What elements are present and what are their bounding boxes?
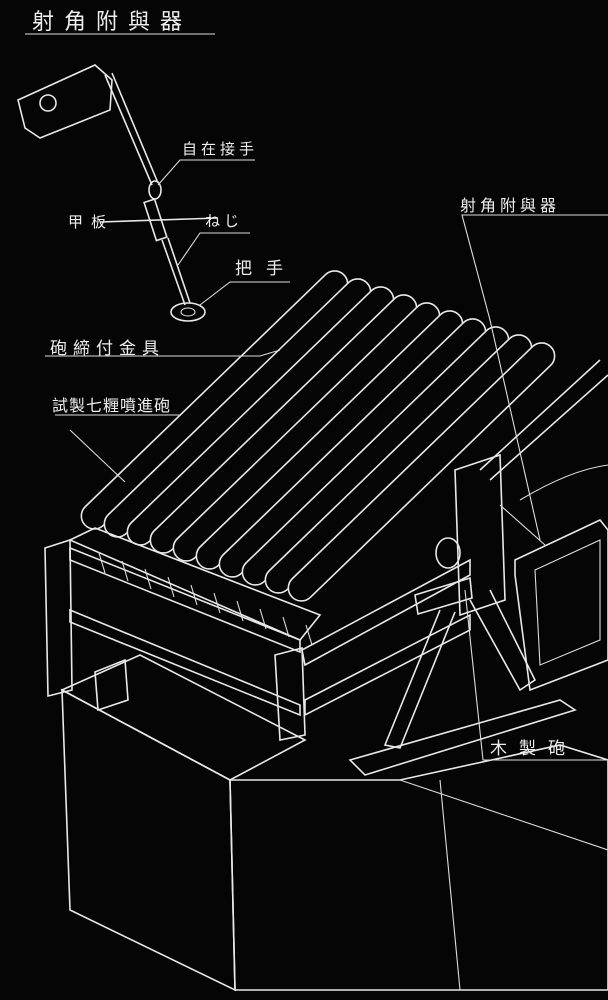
launcher-leader xyxy=(69,429,126,483)
launcher-tube xyxy=(287,342,556,602)
elevation-handle-assembly xyxy=(17,64,290,322)
front-frame xyxy=(44,527,471,741)
deck-line xyxy=(99,217,219,223)
label-universal-joint: 自在接手 xyxy=(182,140,259,158)
mount-leader xyxy=(464,589,608,761)
label-rocket-launcher: 試製七糎噴進砲 xyxy=(52,396,172,415)
tube-nozzle xyxy=(121,560,129,582)
label-handle: 把手 xyxy=(235,259,297,279)
launcher-tubes xyxy=(80,270,556,646)
handwheel xyxy=(170,302,206,322)
label-barrel-clamp: 砲締付金具 xyxy=(50,339,165,359)
clamp-leader xyxy=(45,349,281,357)
base-box xyxy=(60,654,608,992)
tube-nozzle xyxy=(190,584,198,606)
tube-nozzle xyxy=(305,624,313,646)
label-elevation-device: 射角附與器 xyxy=(460,196,561,215)
screw-sleeve xyxy=(143,198,168,242)
rear-support xyxy=(348,359,608,776)
mount-bracket xyxy=(17,64,113,139)
label-screw: ねじ xyxy=(205,212,244,230)
tube-nozzle xyxy=(236,600,244,622)
elevation-leader xyxy=(461,214,608,541)
tube-nozzle xyxy=(98,552,106,574)
tube-nozzle xyxy=(282,616,290,638)
tube-nozzle xyxy=(213,592,221,614)
label-wooden-mount: 木製砲 xyxy=(490,739,577,759)
drawing-title: 射角附與器 xyxy=(32,10,193,35)
label-deck: 甲板 xyxy=(68,213,115,231)
tube-nozzle xyxy=(167,576,175,598)
bracket-pin xyxy=(39,94,57,112)
